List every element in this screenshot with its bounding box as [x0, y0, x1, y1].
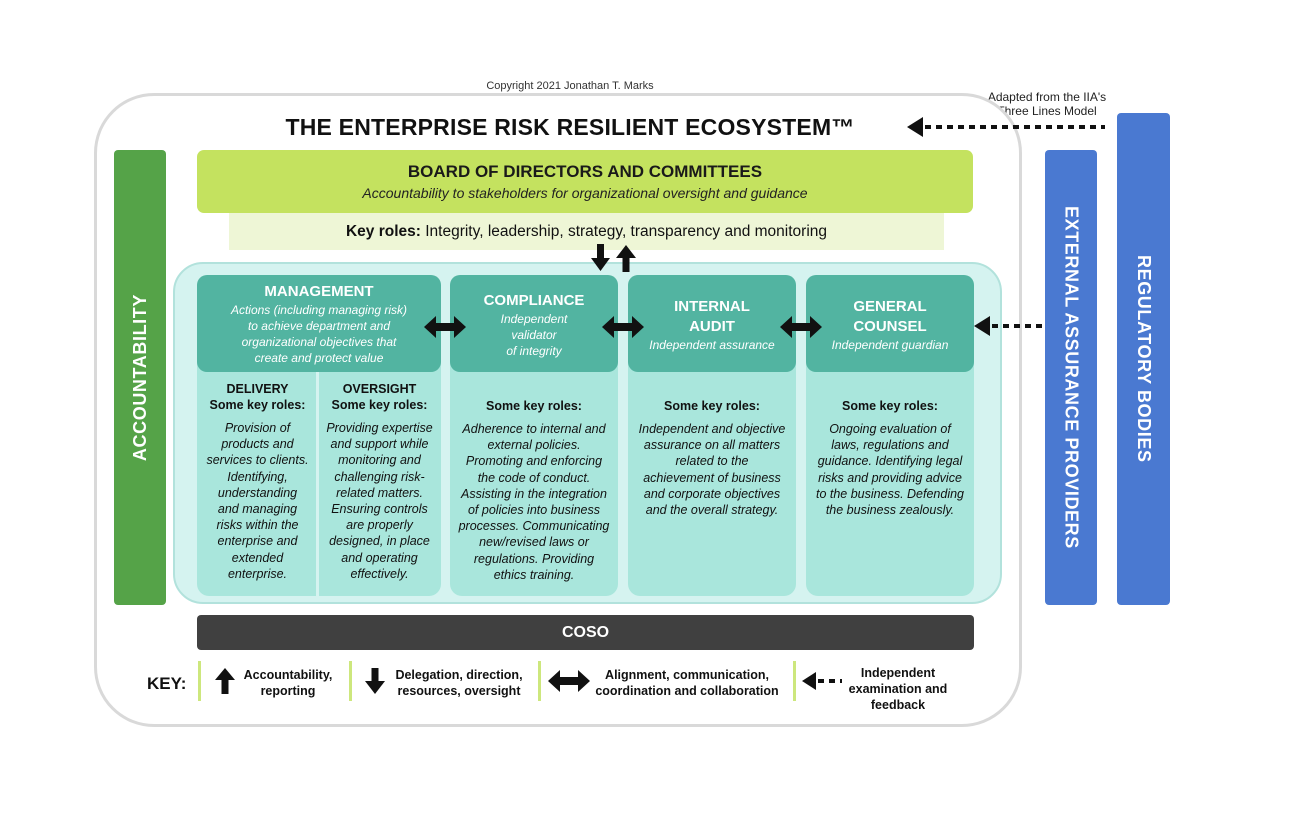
dotted-arrow-icon: [802, 672, 842, 690]
accountability-bar: ACCOUNTABILITY: [114, 150, 166, 605]
general-counsel-subtitle: Independent guardian: [831, 338, 949, 352]
internal-audit-title: INTERNAL AUDIT: [674, 298, 750, 335]
compliance-roles-text: Adherence to internal and external polic…: [458, 422, 610, 582]
delivery-text: Provision of products and services to cl…: [206, 421, 309, 581]
general-counsel-header: GENERAL COUNSEL Independent guardian: [806, 275, 974, 372]
internal-audit-roles-text: Independent and objective assurance on a…: [638, 422, 786, 518]
management-title: MANAGEMENT: [264, 283, 374, 300]
board-title: BOARD OF DIRECTORS AND COMMITTEES: [407, 162, 763, 181]
delivery-title: DELIVERY Some key roles:: [209, 382, 306, 412]
key-label: KEY:: [147, 674, 187, 693]
management-header: MANAGEMENT Actions (including managing r…: [197, 275, 441, 372]
double-arrow-icon: [602, 316, 644, 338]
double-arrow-icon: [780, 316, 822, 338]
management-subtitle: Actions (including managing risk) to ach…: [230, 303, 408, 365]
compliance-roles: Some key roles: Adherence to internal an…: [450, 398, 618, 583]
compliance-subtitle: Independent validator of integrity: [500, 312, 568, 358]
dotted-arrow-icon: [974, 316, 1046, 336]
general-counsel-roles-title: Some key roles:: [842, 399, 938, 413]
board-of-directors-box: BOARD OF DIRECTORS AND COMMITTEES Accoun…: [197, 150, 973, 213]
general-counsel-roles: Some key roles: Ongoing evaluation of la…: [806, 398, 974, 518]
internal-audit-roles: Some key roles: Independent and objectiv…: [628, 398, 796, 518]
compliance-header: COMPLIANCE Independent validator of inte…: [450, 275, 618, 372]
board-management-arrows: [591, 244, 636, 272]
key-item-independent-examination: Independent examination and feedback: [848, 666, 948, 712]
internal-audit-subtitle: Independent assurance: [649, 338, 775, 352]
board-key-roles: Key roles: Integrity, leadership, strate…: [229, 213, 944, 250]
adapted-note: Adapted from the IIA's Three Lines Model: [987, 90, 1107, 118]
general-counsel-roles-text: Ongoing evaluation of laws, regulations …: [815, 422, 965, 518]
general-counsel-title: GENERAL COUNSEL: [853, 298, 927, 335]
external-assurance-providers-bar: EXTERNAL ASSURANCE PROVIDERS: [1045, 150, 1097, 605]
board-subtitle: Accountability to stakeholders for organ…: [362, 185, 808, 201]
arrow-up-icon: [616, 245, 636, 272]
key-item-accountability: Accountability, reporting: [243, 668, 333, 698]
key-item-delegation: Delegation, direction, resources, oversi…: [395, 668, 523, 698]
double-arrow-icon: [548, 670, 590, 692]
key-separator: [793, 661, 796, 701]
compliance-title: COMPLIANCE: [483, 292, 585, 309]
oversight-title: OVERSIGHT Some key roles:: [331, 382, 428, 412]
key-separator: [198, 661, 201, 701]
delivery-section: DELIVERY Some key roles: Provision of pr…: [199, 381, 316, 582]
double-arrow-icon: [424, 316, 466, 338]
oversight-section: OVERSIGHT Some key roles: Providing expe…: [319, 381, 440, 582]
arrow-up-icon: [215, 668, 235, 694]
key-item-alignment: Alignment, communication, coordination a…: [595, 668, 779, 698]
key-separator: [349, 661, 352, 701]
internal-audit-header: INTERNAL AUDIT Independent assurance: [628, 275, 796, 372]
compliance-roles-title: Some key roles:: [486, 399, 582, 413]
page-title: THE ENTERPRISE RISK RESILIENT ECOSYSTEM™: [285, 114, 855, 140]
arrow-down-icon: [365, 668, 385, 694]
key-separator: [538, 661, 541, 701]
regulatory-bodies-bar: REGULATORY BODIES: [1117, 113, 1170, 605]
copyright-note: Copyright 2021 Jonathan T. Marks: [486, 80, 654, 92]
dotted-arrow-icon: [907, 117, 1105, 137]
coso-bar: COSO: [197, 615, 974, 650]
oversight-text: Providing expertise and support while mo…: [326, 421, 433, 581]
arrow-down-icon: [591, 244, 610, 271]
management-divider: [316, 372, 319, 596]
internal-audit-roles-title: Some key roles:: [664, 399, 760, 413]
